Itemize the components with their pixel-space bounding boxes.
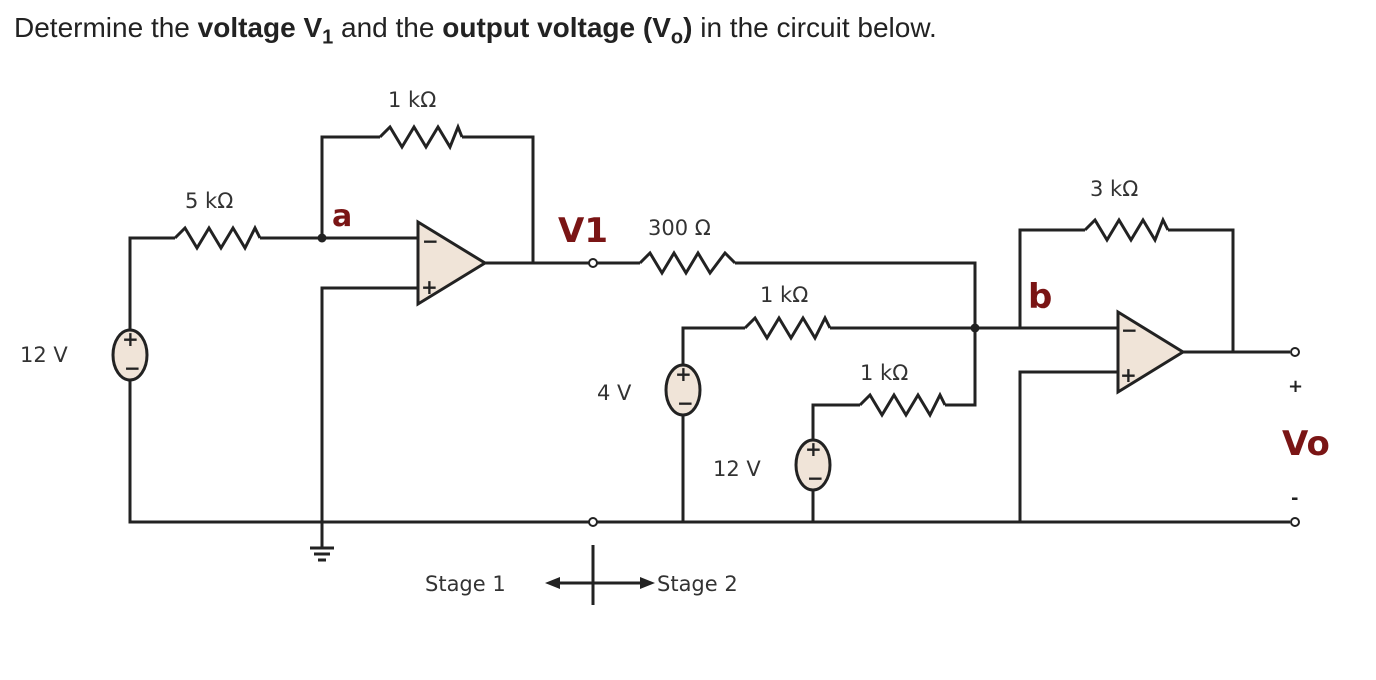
svg-text:−: − — [124, 356, 141, 380]
resistor-1k-feedback — [378, 122, 464, 151]
label-r-mid: 1 kΩ — [760, 283, 808, 307]
sub2: o — [670, 26, 684, 49]
v1-terminal — [588, 258, 598, 268]
svg-text:+: + — [421, 275, 438, 299]
svg-text:−: − — [677, 391, 694, 415]
voltage-source-12v-left: + − — [111, 327, 149, 382]
label-vo-minus: - — [1291, 488, 1298, 509]
node-a-dot — [317, 233, 327, 243]
svg-text:+: + — [805, 437, 822, 461]
wires — [128, 135, 1290, 548]
vo-plus-terminal — [1290, 347, 1300, 357]
node-b-dot — [970, 323, 980, 333]
voltage-source-12v-right: + − — [794, 437, 832, 492]
label-node-b: b — [1028, 277, 1052, 317]
label-node-a: a — [332, 199, 352, 234]
bold2: output voltage (V — [442, 12, 671, 43]
vo-minus-terminal — [1290, 517, 1300, 527]
svg-text:+: + — [1120, 363, 1137, 387]
ground-icon — [310, 546, 334, 562]
svg-text:−: − — [807, 466, 824, 490]
label-vo-plus: + — [1288, 376, 1303, 397]
question-middle: and the — [333, 12, 443, 43]
opamp-stage1: − + — [416, 219, 488, 307]
resistor-1k-low — [858, 391, 947, 419]
label-stage1: Stage 1 — [425, 572, 506, 596]
bold2-end: ) — [683, 12, 693, 43]
label-r-feedback1: 1 kΩ — [388, 88, 436, 112]
label-source-4v: 4 V — [597, 381, 632, 405]
label-r-feedback2: 3 kΩ — [1090, 177, 1138, 201]
opamp-stage2: − + — [1116, 309, 1186, 395]
label-r-300: 300 Ω — [648, 216, 711, 240]
resistor-3k — [1083, 216, 1170, 244]
svg-text:−: − — [422, 229, 439, 253]
label-r-input1: 5 kΩ — [185, 189, 233, 213]
label-source-left: 12 V — [20, 343, 68, 367]
question-prefix: Determine the — [14, 12, 198, 43]
resistor-5k — [173, 224, 262, 252]
stage-divider-arrows — [545, 545, 655, 605]
svg-text:+: + — [675, 362, 692, 386]
bold1: voltage V — [197, 12, 323, 43]
resistor-300 — [638, 250, 737, 276]
label-vo: Vo — [1282, 424, 1330, 464]
label-r-low: 1 kΩ — [860, 361, 908, 385]
sub1: 1 — [322, 26, 334, 49]
resistor-1k-mid — [743, 314, 832, 342]
label-source-12v: 12 V — [713, 457, 761, 481]
question-text: Determine the voltage V1 and the output … — [14, 12, 937, 50]
question-suffix: in the circuit below. — [692, 12, 937, 43]
question-bold-voltage: voltage V1 — [197, 12, 334, 49]
ground-terminal — [588, 517, 598, 527]
label-v1: V1 — [558, 211, 608, 251]
question-bold-output: output voltage (Vo) — [442, 12, 693, 49]
svg-text:−: − — [1121, 318, 1138, 342]
label-stage2: Stage 2 — [657, 572, 738, 596]
svg-text:+: + — [122, 327, 139, 351]
voltage-source-4v: + − — [664, 362, 702, 417]
